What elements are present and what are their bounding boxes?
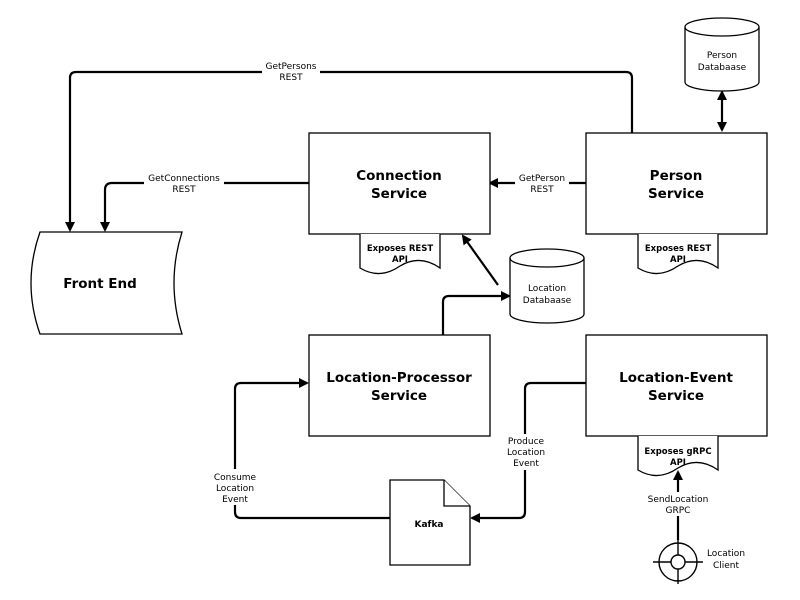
location-processor-label-2: Service (371, 388, 427, 404)
get-connections-label-1: GetConnections (148, 174, 220, 184)
person-database-label-2: Databaase (698, 63, 747, 73)
person-api-label-2: API (670, 255, 686, 265)
person-api-document: Exposes REST API (637, 234, 719, 275)
edge-consume-event (233, 378, 390, 520)
send-location-label-2: GRPC (666, 506, 691, 516)
front-end-label: Front End (63, 276, 137, 292)
location-client-label-1: Location (707, 549, 745, 559)
consume-event-label: Consume Location Event (212, 469, 258, 505)
connection-service-label-2: Service (371, 186, 427, 202)
location-event-api-document: Exposes gRPC API (637, 436, 719, 477)
send-location-label: SendLocation GRPC (644, 492, 712, 516)
produce-event-label-2: Location (507, 448, 545, 458)
produce-event-label: Produce Location Event (504, 434, 548, 470)
get-person-label-2: REST (530, 185, 554, 195)
location-event-api-label-2: API (670, 458, 686, 468)
connection-api-label-2: API (392, 255, 408, 265)
get-connections-label-2: REST (172, 185, 196, 195)
location-processor-label-1: Location-Processor (326, 370, 472, 386)
send-location-label-1: SendLocation (648, 495, 709, 505)
location-event-label-1: Location-Event (619, 370, 733, 386)
produce-event-label-1: Produce (508, 437, 545, 447)
get-persons-label-1: GetPersons (266, 62, 317, 72)
edge-get-connections (100, 181, 309, 232)
consume-event-label-2: Location (216, 484, 254, 494)
location-event-label-2: Service (648, 388, 704, 404)
connection-service-label-1: Connection (356, 168, 442, 184)
location-event-api-label-1: Exposes gRPC (644, 447, 711, 457)
get-persons-label: GetPersons REST (262, 60, 320, 84)
person-service-label-2: Service (648, 186, 704, 202)
person-service-label-1: Person (650, 168, 703, 184)
person-database-label-1: Person (707, 51, 737, 61)
consume-event-label-1: Consume (214, 473, 257, 483)
edge-processor-to-location-db (441, 291, 511, 335)
edge-get-persons (65, 70, 634, 232)
kafka-node: Kafka (389, 479, 471, 566)
crosshair-icon (653, 540, 703, 584)
location-database-label-1: Location (528, 284, 566, 294)
location-event-service-node: Location-Event Service (585, 334, 768, 437)
location-database-label-2: Databaase (523, 296, 572, 306)
get-person-label-1: GetPerson (519, 174, 565, 184)
edge-location-db-to-connection (461, 234, 499, 286)
connection-api-label-1: Exposes REST (367, 244, 434, 254)
get-persons-label-2: REST (279, 73, 303, 83)
get-person-label: GetPerson REST (515, 172, 569, 195)
location-database-node: Location Databaase (509, 248, 585, 324)
location-processor-service-node: Location-Processor Service (308, 334, 491, 437)
location-client-node: Location Client (653, 540, 745, 584)
produce-event-label-3: Event (513, 459, 539, 469)
person-api-label-1: Exposes REST (645, 244, 712, 254)
get-connections-label: GetConnections REST (144, 172, 224, 195)
person-database-node: Person Databaase (684, 17, 760, 92)
consume-event-label-3: Event (222, 495, 248, 505)
connection-api-document: Exposes REST API (359, 234, 441, 275)
connection-service-node: Connection Service (308, 132, 491, 235)
person-service-node: Person Service (585, 132, 768, 235)
location-client-label-2: Client (713, 561, 740, 571)
kafka-label: Kafka (414, 520, 443, 530)
front-end-node: Front End (30, 231, 183, 335)
